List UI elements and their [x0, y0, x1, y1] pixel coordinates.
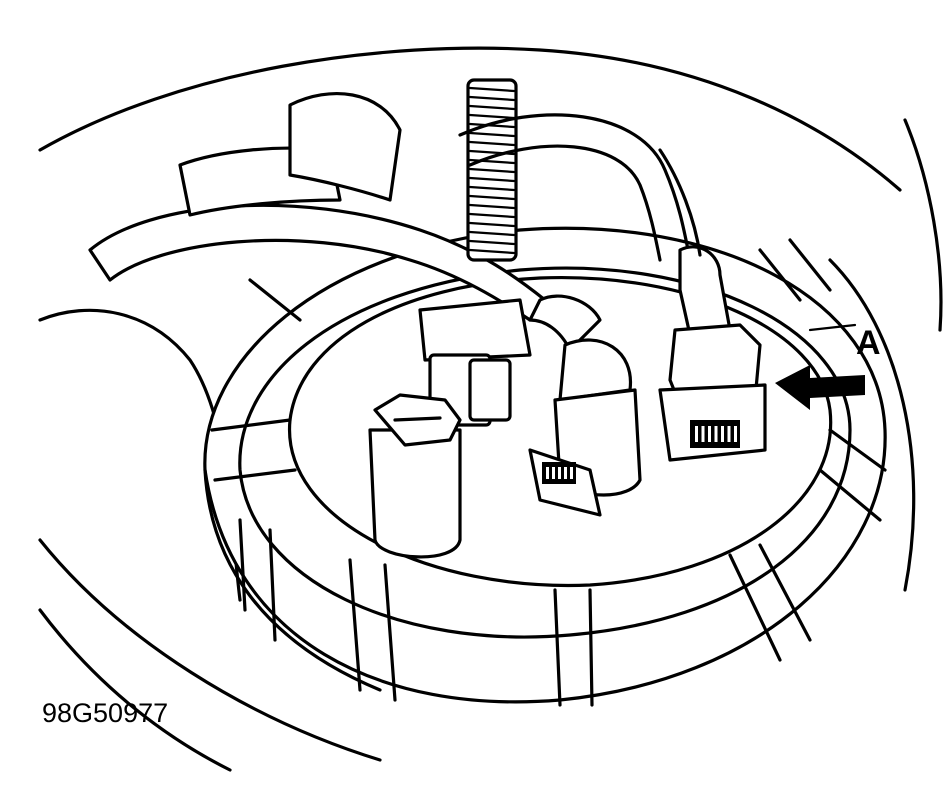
tank-outline	[38, 46, 943, 772]
fuel-hose-left	[88, 92, 547, 322]
fuel-hose-right	[458, 113, 692, 262]
figure-code: 98G50977	[42, 698, 168, 728]
corrugated-hose	[466, 78, 518, 262]
hex-cap	[368, 393, 462, 559]
middle-connector	[528, 294, 642, 517]
center-tee	[418, 298, 532, 427]
connector-a	[658, 148, 767, 462]
arrow-icon	[775, 323, 865, 410]
callout-label: A	[856, 324, 881, 362]
